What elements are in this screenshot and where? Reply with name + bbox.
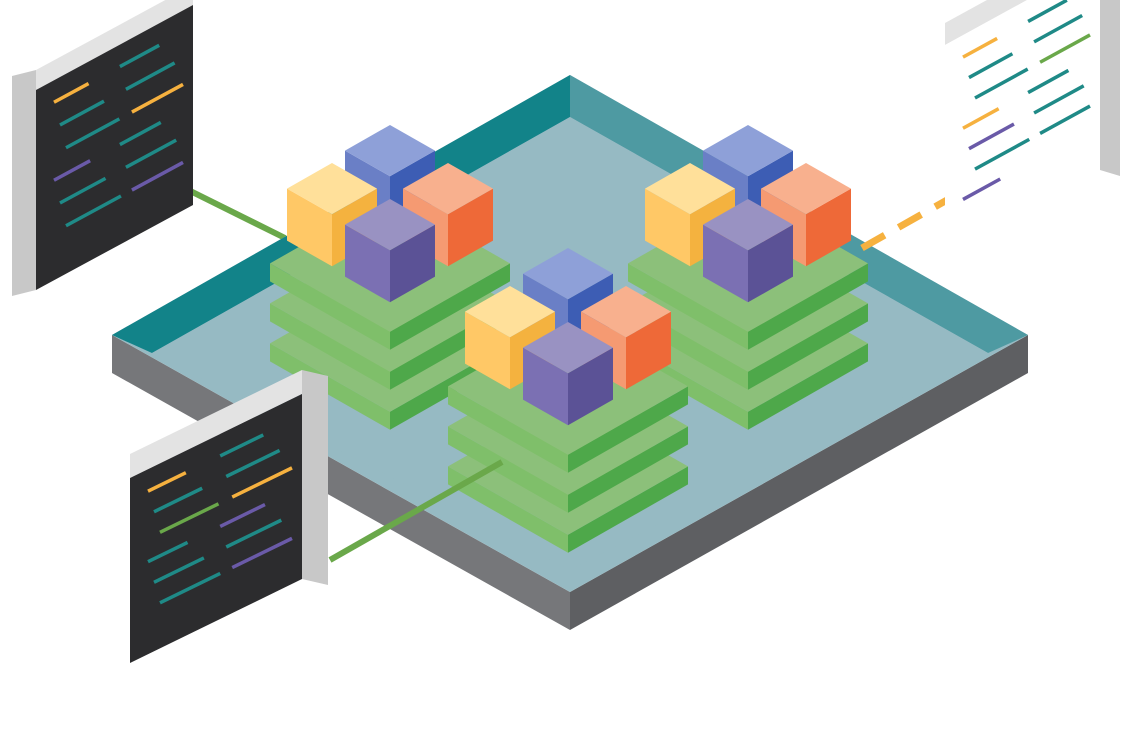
stack-right-cube-purple (703, 199, 793, 303)
platform-side-right (570, 335, 1028, 630)
code-panel-top-right-code-line (974, 67, 1029, 100)
code-panel-top-right-code-line (1039, 33, 1091, 64)
code-panel-top-right-code-line (968, 122, 1015, 151)
code-panel-top-right-code-line (974, 137, 1031, 171)
stack-front-layer-3-right (568, 466, 688, 553)
stack-front-layer-1-right (568, 386, 688, 473)
stack-right-layer-3-right (748, 343, 868, 430)
code-panel-top-right-code-line (1039, 104, 1091, 135)
code-panel-top-left-code-line (131, 82, 184, 114)
service-stacks (270, 125, 868, 553)
code-panel-bottom-left-code-line (153, 486, 203, 514)
stack-front-cube-blue-top (523, 248, 613, 300)
code-panel-top-left-code-line (59, 99, 105, 127)
connector-bottom-left (328, 459, 504, 563)
code-panel-top-left-code-line (65, 194, 122, 228)
code-panel-bottom-left-frame-top (130, 370, 302, 478)
stack-front-layer-2-left (448, 426, 568, 513)
code-panel-bottom-left-code-line (231, 536, 293, 570)
code-panel-top-left-frame-side (12, 70, 36, 296)
stack-left-cube-yellow-left (287, 188, 332, 267)
code-panel-top-left-code-line (65, 117, 121, 150)
stack-right-cube-purple-top (703, 199, 793, 251)
stack-front-layer-3-left (448, 466, 568, 553)
code-panel-top-left (12, 0, 193, 296)
stack-right (628, 125, 868, 430)
code-panel-top-left-screen (36, 5, 193, 290)
stack-right-layer-1-right (748, 263, 868, 350)
code-panel-top-right (945, 0, 1120, 255)
code-panel-top-right-frame-side (1100, 0, 1120, 176)
stack-front-cube-purple (523, 322, 613, 426)
code-panels (12, 0, 1120, 663)
stack-right-cube-yellow-top (645, 163, 735, 215)
code-panel-top-right-code-line (968, 52, 1014, 80)
stack-left-layer-1-left (270, 263, 390, 350)
stack-right-cube-blue-top (703, 125, 793, 177)
stack-right-layer-1-left (628, 263, 748, 350)
code-panel-top-right-screen (945, 0, 1100, 255)
stack-right-cube-purple-left (703, 224, 748, 303)
code-panel-top-left-code-line (119, 43, 161, 69)
stack-left-cube-blue-top (345, 125, 435, 177)
stack-front-cube-orange-right (626, 311, 671, 390)
stack-left-cube-purple-left (345, 224, 390, 303)
code-panel-top-left-code-line (131, 160, 184, 192)
code-panel-bottom-left-code-line (231, 466, 293, 499)
code-panel-top-right-code-line (1027, 68, 1070, 95)
code-panel-bottom-left-code-line (225, 518, 283, 549)
stack-left-cube-purple-top (345, 199, 435, 251)
code-panel-bottom-left-code-line (147, 471, 187, 493)
code-panel-top-right-code-line (1033, 13, 1083, 44)
stack-left (270, 125, 510, 430)
stack-right-cube-orange-right (806, 188, 851, 267)
stack-left-cube-yellow-top (287, 163, 377, 215)
stack-left-cube-purple (345, 199, 435, 303)
stack-front-cube-orange-top (581, 286, 671, 338)
stack-front-cube-yellow-left (465, 311, 510, 390)
code-panel-top-left-frame-top (36, 0, 193, 90)
code-panel-bottom-left-code-line (159, 502, 220, 534)
code-panel-top-right-code-line (962, 177, 1002, 201)
stack-left-cube-orange-top (403, 163, 493, 215)
stack-right-layer-2-right (748, 303, 868, 390)
code-panel-bottom-left (130, 370, 328, 663)
code-panel-bottom-left-code-line (219, 433, 265, 458)
stack-front-cube-purple-top (523, 322, 613, 374)
stack-front (448, 248, 688, 553)
stack-left-layer-1-right (390, 263, 510, 350)
code-panel-bottom-left-code-line (153, 556, 205, 584)
code-panel-bottom-left-code-line (159, 571, 221, 605)
code-panel-top-left-code-line (119, 120, 162, 147)
stack-front-cube-purple-right (568, 347, 613, 426)
code-panel-bottom-left-code-line (225, 448, 281, 479)
code-panel-top-right-code-line (1033, 84, 1085, 115)
code-panel-top-left-code-line (59, 176, 107, 205)
stack-front-cube-yellow-top (465, 286, 555, 338)
code-panel-top-right-code-line (962, 36, 998, 59)
code-panel-bottom-left-code-line (147, 540, 189, 564)
code-panel-top-left-code-line (125, 61, 176, 91)
stack-front-cube-purple-left (523, 347, 568, 426)
code-panel-bottom-left-frame-side (302, 370, 328, 585)
stack-front-layer-2-right (568, 426, 688, 513)
code-panel-top-right-code-line (1027, 0, 1068, 23)
stack-left-cube-purple-right (390, 224, 435, 303)
code-panel-top-left-code-line (53, 159, 91, 182)
stack-left-layer-2-left (270, 303, 390, 390)
code-panel-top-left-code-line (53, 82, 90, 104)
code-panel-top-right-code-line (962, 107, 1000, 130)
code-panel-bottom-left-code-line (219, 503, 266, 529)
code-panel-top-left-code-line (125, 138, 178, 169)
stack-right-cube-orange-top (761, 163, 851, 215)
stack-left-cube-orange-right (448, 188, 493, 267)
stack-left-layer-3-left (270, 343, 390, 430)
stack-right-cube-purple-right (748, 224, 793, 303)
stack-right-cube-yellow-left (645, 188, 690, 267)
stack-front-layer-1-left (448, 386, 568, 473)
